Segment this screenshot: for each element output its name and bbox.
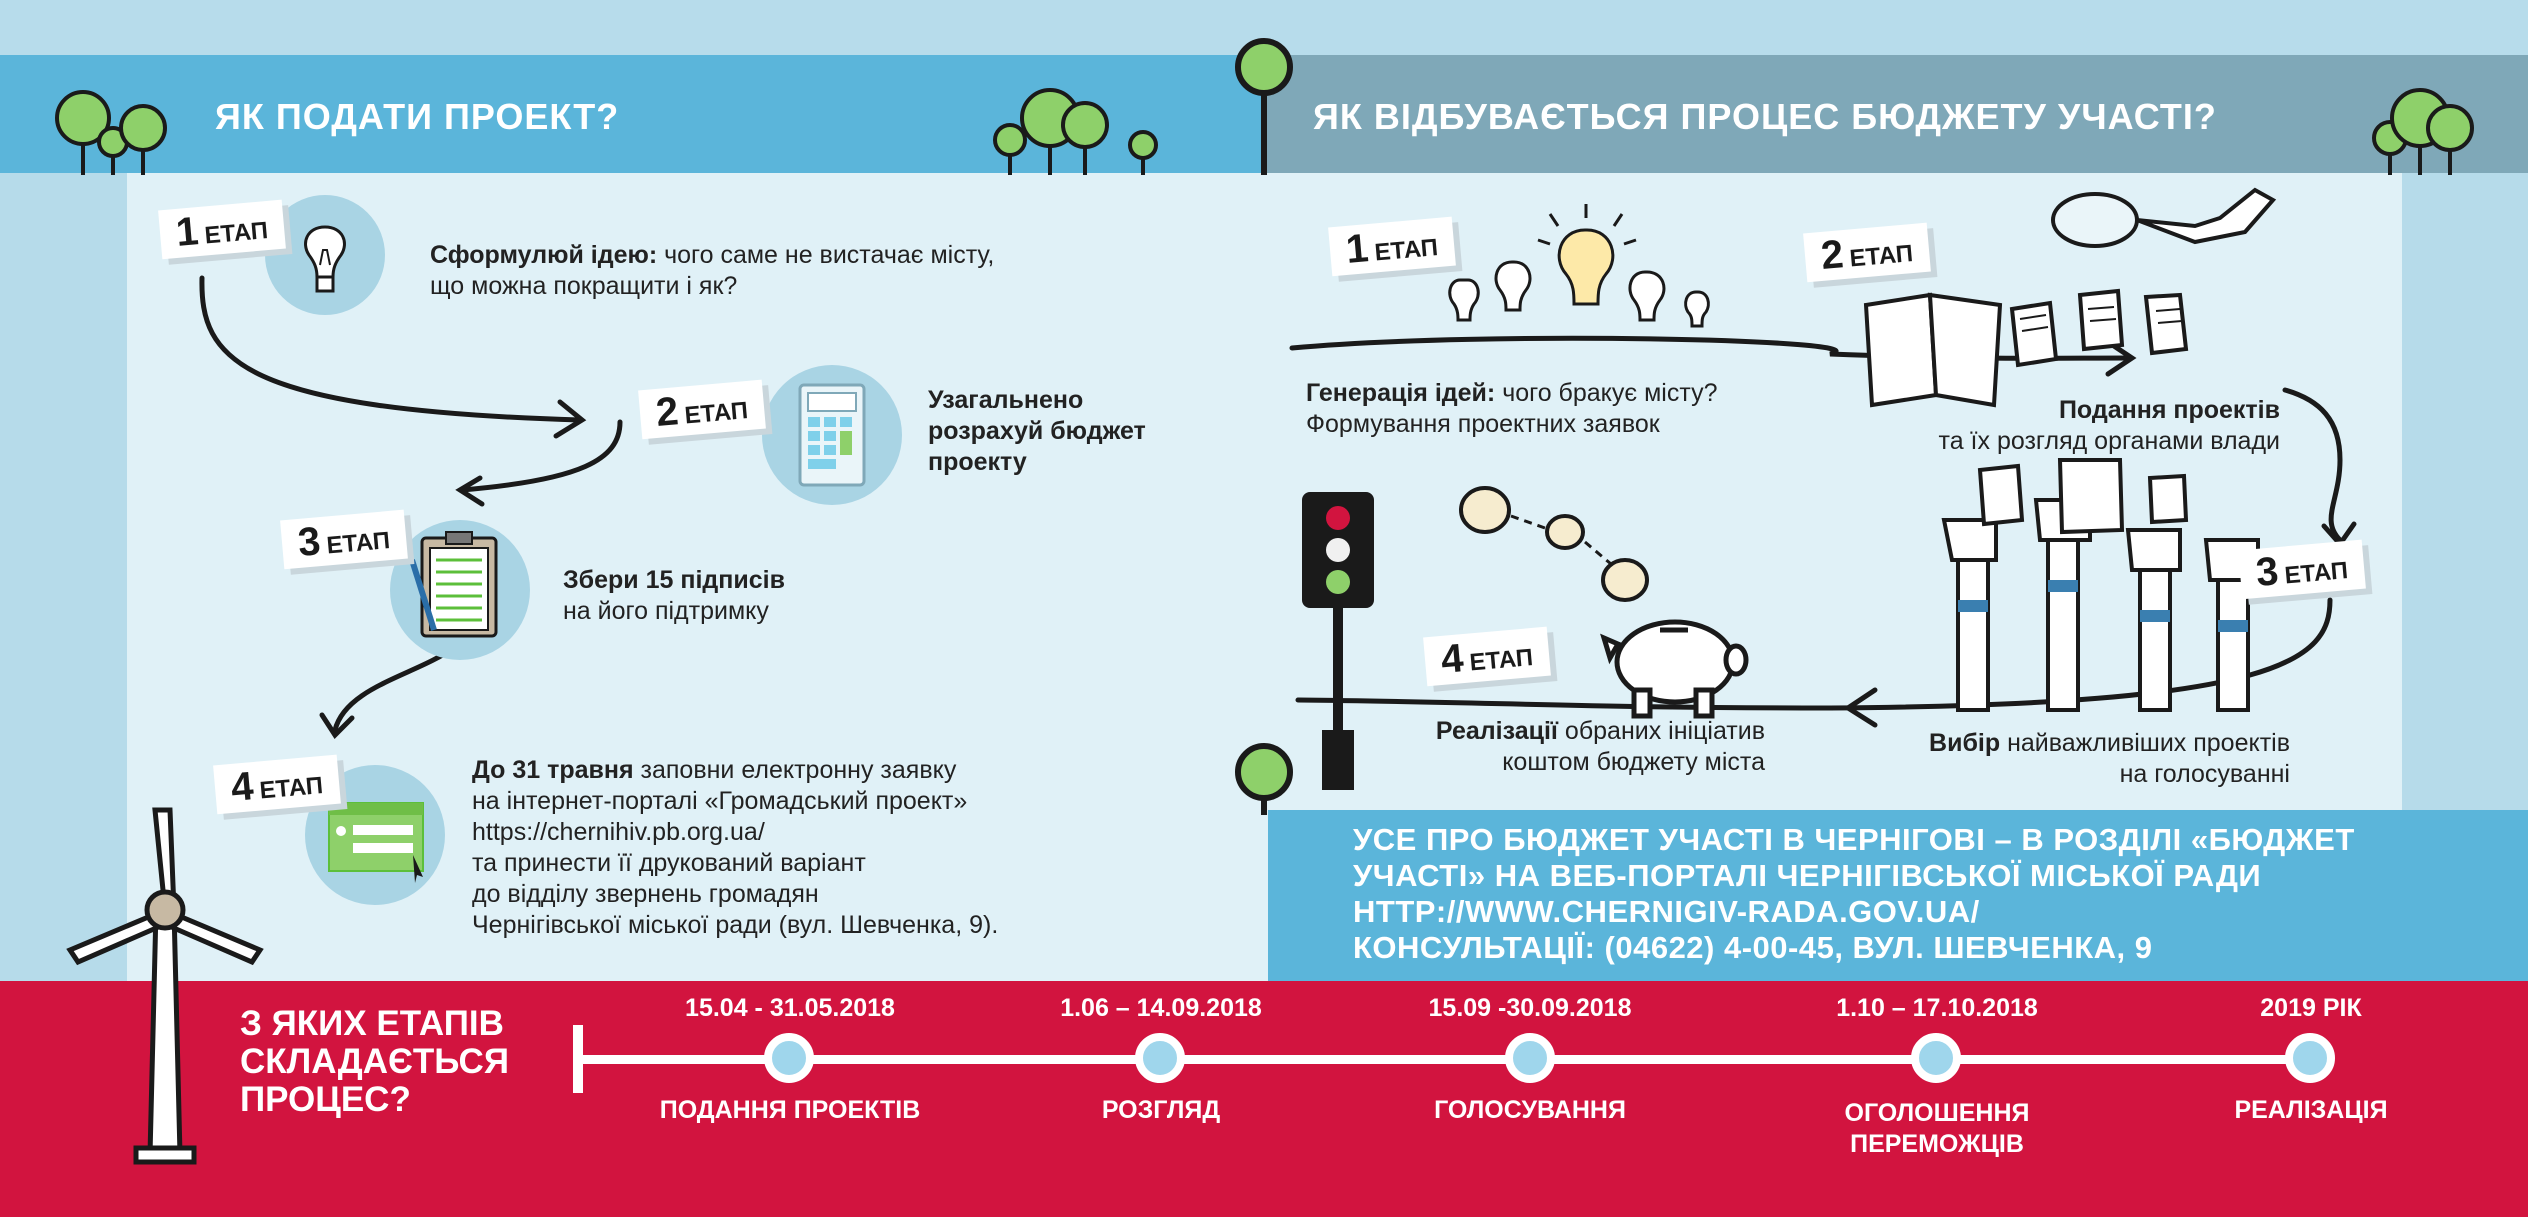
tree-icon bbox=[993, 88, 1158, 175]
magnifier-icon bbox=[2051, 187, 2277, 248]
left-step-1-text: Сформулюй ідею: чого саме не вистачає мі… bbox=[430, 241, 995, 300]
clipboard-icon bbox=[390, 520, 530, 660]
left-header-title: ЯК ПОДАТИ ПРОЕКТ? bbox=[215, 96, 620, 137]
right-header-band bbox=[1264, 55, 2528, 173]
calculator-icon bbox=[762, 365, 902, 505]
info-line-1: УСЕ ПРО БЮДЖЕТ УЧАСТІ В ЧЕРНІГОВІ – В РО… bbox=[1353, 822, 2355, 857]
right-header-title: ЯК ВІДБУВАЄТЬСЯ ПРОЦЕС БЮДЖЕТУ УЧАСТІ? bbox=[1313, 96, 2217, 137]
portal-link[interactable]: https://chernihiv.pb.org.ua/ bbox=[472, 818, 765, 846]
raised-hands-icon bbox=[1941, 458, 2260, 712]
timeline-dot-5[interactable] bbox=[2285, 1033, 2335, 1083]
info-contacts: КОНСУЛЬТАЦІЇ: (04622) 4-00-45, ВУЛ. ШЕВЧ… bbox=[1353, 930, 2153, 965]
coins-icon bbox=[1459, 486, 1649, 602]
timeline-date-5: 2019 РІК bbox=[2260, 994, 2362, 1022]
timeline-date-1: 15.04 - 31.05.2018 bbox=[685, 994, 895, 1022]
right-step-1-text: Генерація ідей: чого бракує місту?Формув… bbox=[1306, 379, 1718, 438]
tree-icon bbox=[55, 90, 167, 175]
timeline-line bbox=[573, 1055, 2313, 1064]
piggy-bank-icon bbox=[1600, 619, 1749, 719]
windmill-icon bbox=[66, 807, 264, 1165]
left-side-strip bbox=[0, 173, 127, 981]
timeline-label-1: ПОДАННЯ ПРОЕКТІВ bbox=[659, 1096, 921, 1124]
timeline-date-4: 1.10 – 17.10.2018 bbox=[1836, 994, 2038, 1022]
lightbulb-icon bbox=[265, 195, 385, 315]
timeline-label-5: РЕАЛІЗАЦІЯ bbox=[2234, 1096, 2388, 1124]
lightbulb-icon bbox=[1448, 204, 1710, 328]
info-line-2: УЧАСТІ» НА ВЕБ-ПОРТАЛІ ЧЕРНІГІВСЬКОЇ МІС… bbox=[1353, 858, 2262, 893]
pole-bottom-icon bbox=[1235, 743, 1293, 815]
timeline-band bbox=[0, 981, 2528, 1217]
info-website-link[interactable]: HTTP://WWW.CHERNIGIV-RADA.GOV.UA/ bbox=[1353, 894, 1980, 929]
timeline-dot-2[interactable] bbox=[1135, 1033, 1185, 1083]
timeline-date-2: 1.06 – 14.09.2018 bbox=[1060, 994, 1262, 1022]
pole-top-icon bbox=[1235, 38, 1293, 175]
traffic-light-icon bbox=[1302, 492, 1374, 790]
left-step-4-text: До 31 травня заповни електронну заявку н… bbox=[472, 756, 999, 939]
timeline-date-3: 15.09 -30.09.2018 bbox=[1428, 994, 1632, 1022]
timeline-dot-3[interactable] bbox=[1505, 1033, 1555, 1083]
timeline-dot-4[interactable] bbox=[1911, 1033, 1961, 1083]
web-form-icon bbox=[305, 765, 445, 905]
info-box bbox=[1268, 810, 2528, 981]
documents-icon bbox=[1863, 288, 2189, 408]
timeline-label-2: РОЗГЛЯД bbox=[1101, 1096, 1221, 1124]
tree-icon bbox=[2372, 88, 2474, 175]
timeline-label-3: ГОЛОСУВАННЯ bbox=[1434, 1096, 1626, 1124]
timeline-dot-1[interactable] bbox=[764, 1033, 814, 1083]
